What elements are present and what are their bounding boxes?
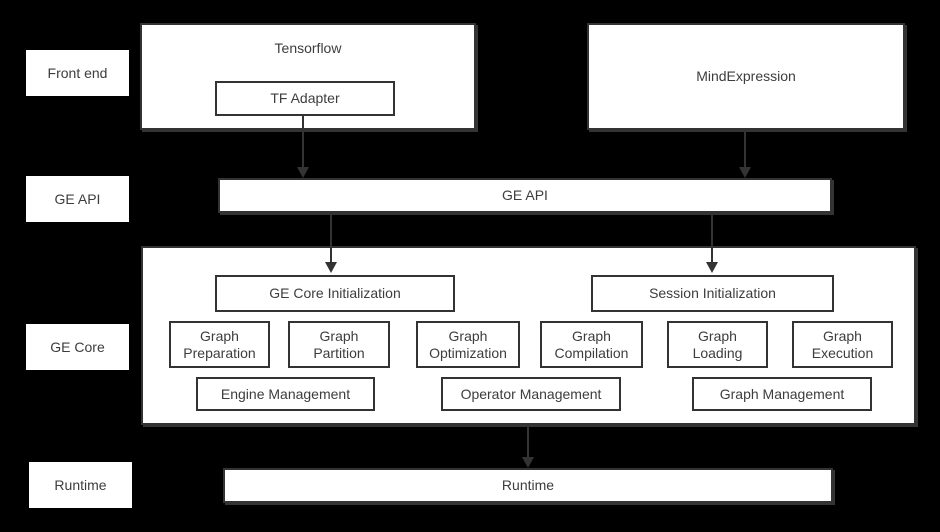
graph-execution-box: Graph Execution bbox=[792, 321, 893, 368]
arrow-tf-adapter-to-ge-api bbox=[297, 114, 309, 178]
ge-core-initialization-label: GE Core Initialization bbox=[269, 285, 401, 302]
runtime-bar: Runtime bbox=[223, 468, 833, 503]
graph-optimization-label: Graph Optimization bbox=[429, 327, 507, 361]
operator-management-label: Operator Management bbox=[460, 385, 602, 402]
mindexpression-box: MindExpression bbox=[587, 23, 905, 130]
graph-compilation-label: Graph Compilation bbox=[554, 327, 629, 361]
arrow-shaft bbox=[302, 114, 304, 167]
mindexpression-label: MindExpression bbox=[696, 68, 796, 85]
row-label-ge-api-text: GE API bbox=[54, 190, 101, 207]
tensorflow-title: Tensorflow bbox=[274, 40, 342, 56]
row-label-front-end: Front end bbox=[26, 50, 129, 96]
arrow-shaft bbox=[527, 425, 529, 457]
graph-preparation-box: Graph Preparation bbox=[169, 321, 270, 368]
session-initialization-box: Session Initialization bbox=[591, 275, 834, 312]
graph-preparation-label: Graph Preparation bbox=[183, 327, 256, 361]
graph-partition-box: Graph Partition bbox=[288, 321, 390, 368]
tensorflow-box: Tensorflow TF Adapter bbox=[140, 23, 476, 130]
arrow-head-icon bbox=[706, 262, 718, 273]
engine-management-label: Engine Management bbox=[220, 385, 351, 402]
graph-compilation-box: Graph Compilation bbox=[540, 321, 643, 368]
graph-loading-label: Graph Loading bbox=[692, 327, 743, 361]
arrow-shaft bbox=[711, 213, 713, 262]
engine-management-box: Engine Management bbox=[196, 377, 375, 411]
arrow-head-icon bbox=[297, 167, 309, 178]
arrow-mindexpression-to-ge-api bbox=[739, 131, 751, 178]
tf-adapter-box: TF Adapter bbox=[215, 81, 395, 116]
row-label-ge-core: GE Core bbox=[26, 324, 129, 370]
row-label-runtime-text: Runtime bbox=[54, 476, 107, 493]
arrow-head-icon bbox=[325, 262, 337, 273]
graph-management-box: Graph Management bbox=[692, 377, 872, 411]
graph-management-label: Graph Management bbox=[719, 385, 845, 402]
runtime-bar-label: Runtime bbox=[501, 477, 555, 494]
arrow-head-icon bbox=[522, 457, 534, 468]
ge-api-bar-label: GE API bbox=[502, 187, 548, 204]
graph-execution-label: Graph Execution bbox=[811, 327, 874, 361]
row-label-front-end-text: Front end bbox=[47, 64, 108, 81]
session-initialization-label: Session Initialization bbox=[649, 285, 776, 302]
arrow-ge-api-to-ge-core-initialization bbox=[325, 213, 337, 273]
arrow-ge-api-to-session-initialization bbox=[706, 213, 718, 273]
tf-adapter-label: TF Adapter bbox=[270, 90, 340, 107]
row-label-runtime: Runtime bbox=[29, 462, 132, 508]
ge-api-bar: GE API bbox=[218, 178, 832, 213]
arrow-head-icon bbox=[739, 167, 751, 178]
graph-loading-box: Graph Loading bbox=[667, 321, 768, 368]
ge-core-initialization-box: GE Core Initialization bbox=[215, 275, 455, 312]
ge-core-box: GE Core Initialization Session Initializ… bbox=[141, 246, 916, 425]
graph-optimization-box: Graph Optimization bbox=[416, 321, 520, 368]
row-label-ge-core-text: GE Core bbox=[50, 338, 105, 355]
graph-partition-label: Graph Partition bbox=[313, 327, 365, 361]
row-label-ge-api: GE API bbox=[26, 176, 129, 222]
arrow-ge-core-to-runtime bbox=[522, 425, 534, 468]
operator-management-box: Operator Management bbox=[441, 377, 621, 411]
arrow-shaft bbox=[744, 131, 746, 167]
arrow-shaft bbox=[330, 213, 332, 262]
